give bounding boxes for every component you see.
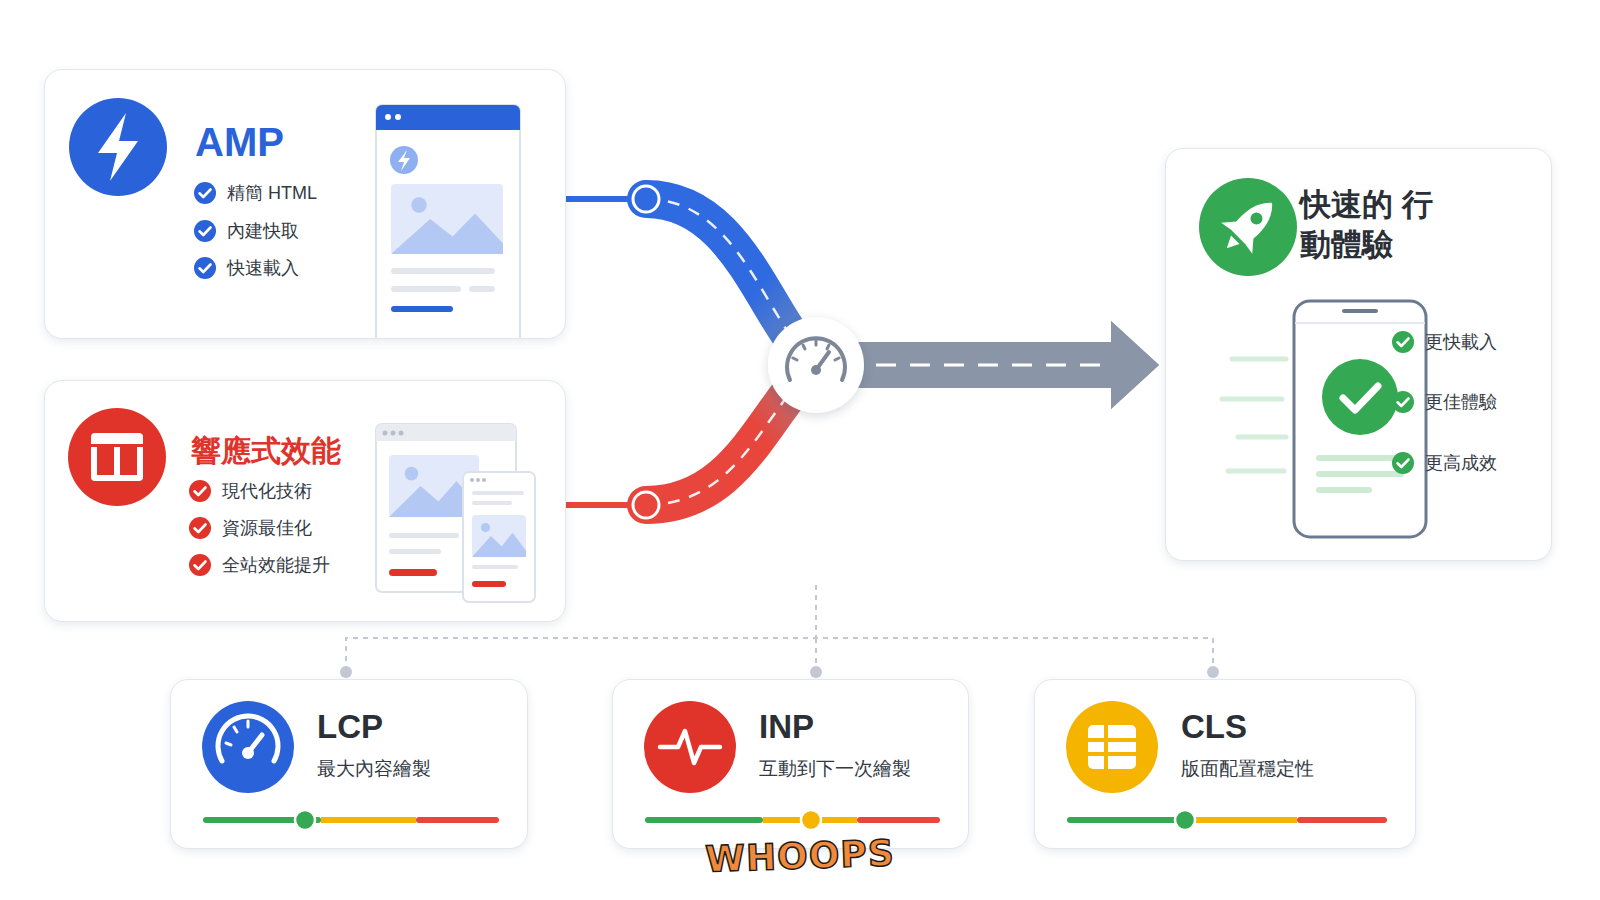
bullet-row: 資源最佳化	[188, 513, 312, 543]
check-icon	[193, 181, 217, 205]
metric-desc: 最大內容繪製	[317, 756, 431, 782]
bullet-row: 更佳體驗	[1391, 387, 1497, 417]
bullet-row: 快速載入	[193, 253, 299, 283]
bullet-row: 精簡 HTML	[193, 178, 317, 208]
watermark: WHOOPS	[705, 832, 896, 880]
bullet-row: 內建快取	[193, 216, 299, 246]
bullet-text: 快速載入	[227, 256, 299, 280]
bullet-text: 內建快取	[227, 219, 299, 243]
card-title: 響應式效能	[191, 431, 341, 472]
card-title: 快速的 行動體驗	[1300, 185, 1440, 266]
merge-road	[566, 321, 1159, 518]
feature-card: 響應式效能現代化技術資源最佳化全站效能提升	[44, 380, 566, 622]
score-bar	[1057, 808, 1397, 832]
rocket-icon	[1199, 178, 1297, 276]
grid-icon	[1066, 701, 1158, 793]
feature-card: 快速的 行動體驗更快載入更佳體驗更高成效	[1165, 148, 1552, 561]
pulse-icon	[644, 701, 736, 793]
check-icon	[188, 479, 212, 503]
check-icon	[193, 219, 217, 243]
bullet-row: 更快載入	[1391, 327, 1497, 357]
bullet-text: 精簡 HTML	[227, 181, 317, 205]
metric-name: INP	[759, 708, 814, 746]
card-title: AMP	[195, 120, 284, 165]
gauge-icon	[202, 701, 294, 793]
amp-page-mock	[375, 104, 521, 339]
bolt-icon	[69, 98, 167, 196]
metric-name: LCP	[317, 708, 383, 746]
metric-desc: 互動到下一次繪製	[759, 756, 911, 782]
bullet-row: 現代化技術	[188, 476, 312, 506]
metric-card: INP 互動到下一次繪製	[612, 679, 969, 849]
bullet-text: 更高成效	[1425, 451, 1497, 475]
feature-card: AMP 精簡 HTML 內建快取快速載入	[44, 69, 566, 339]
bullet-row: 更高成效	[1391, 448, 1497, 478]
metric-card: LCP 最大內容繪製	[170, 679, 528, 849]
score-bar	[635, 808, 950, 832]
check-icon	[188, 516, 212, 540]
check-icon	[1391, 390, 1415, 414]
check-icon	[188, 553, 212, 577]
score-bar	[193, 808, 509, 832]
check-icon	[1391, 451, 1415, 475]
layout-icon	[68, 408, 166, 506]
bullet-text: 現代化技術	[222, 479, 312, 503]
bullet-text: 更快載入	[1425, 330, 1497, 354]
metric-card: CLS 版面配置穩定性	[1034, 679, 1416, 849]
tree-dots	[340, 666, 1219, 678]
bullet-row: 全站效能提升	[188, 550, 330, 580]
metric-name: CLS	[1181, 708, 1247, 746]
hub-gauge	[768, 317, 864, 413]
check-icon	[1391, 330, 1415, 354]
responsive-page-mock	[375, 423, 545, 608]
bullet-text: 資源最佳化	[222, 516, 312, 540]
metric-desc: 版面配置穩定性	[1181, 756, 1314, 782]
check-icon	[193, 256, 217, 280]
bullet-text: 更佳體驗	[1425, 390, 1497, 414]
bullet-text: 全站效能提升	[222, 553, 330, 577]
